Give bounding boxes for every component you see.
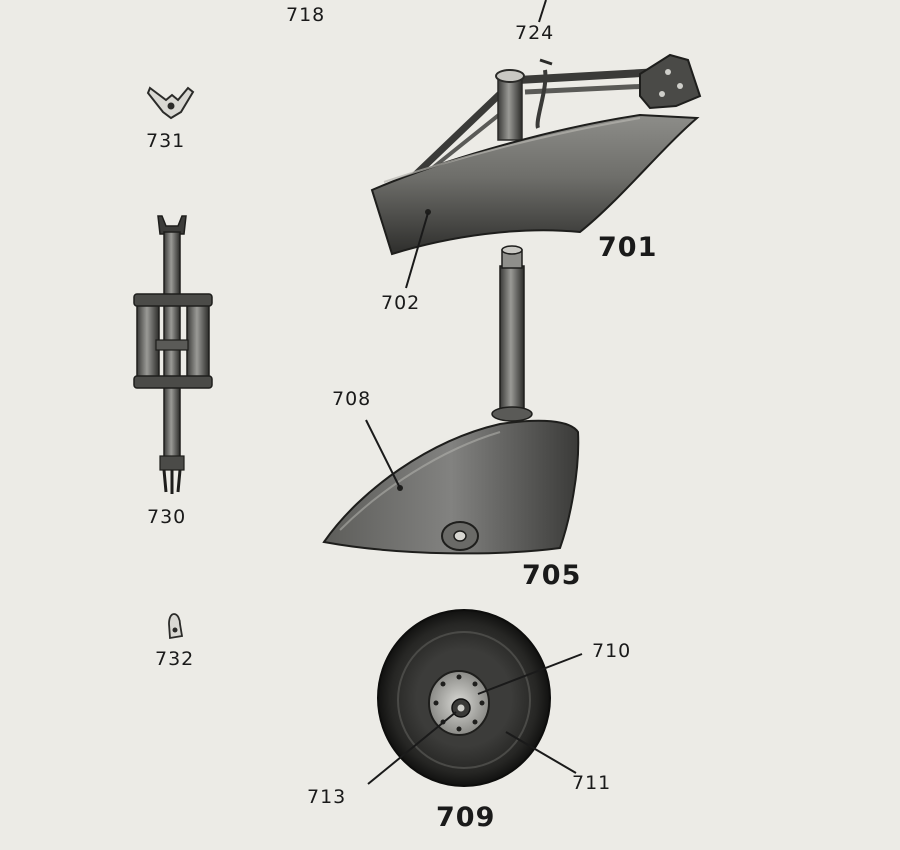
label-705: 705 xyxy=(522,560,582,591)
label-724: 724 xyxy=(515,22,555,44)
label-730: 730 xyxy=(147,506,187,528)
leader-711 xyxy=(505,731,577,774)
leader-710 xyxy=(477,653,583,695)
label-711: 711 xyxy=(572,772,612,794)
leader-lines xyxy=(365,0,583,785)
leader-702 xyxy=(405,212,429,289)
label-702: 702 xyxy=(381,292,421,314)
label-709: 709 xyxy=(436,802,496,833)
part-705-shoe-assembly xyxy=(322,245,580,555)
part-709-wheel xyxy=(377,609,551,787)
label-713: 713 xyxy=(307,786,347,808)
label-718: 718 xyxy=(286,4,326,26)
leader-713 xyxy=(367,711,457,785)
label-731: 731 xyxy=(146,130,186,152)
label-701: 701 xyxy=(598,232,658,263)
part-701-skid-assembly xyxy=(370,53,702,256)
leader-708 xyxy=(365,419,401,489)
part-732-link xyxy=(168,613,184,640)
label-710: 710 xyxy=(592,640,632,662)
label-708: 708 xyxy=(332,388,372,410)
leader-724 xyxy=(538,0,547,23)
part-731-bracket xyxy=(146,86,195,120)
part-730-shock-strut xyxy=(133,215,213,494)
label-732: 732 xyxy=(155,648,195,670)
